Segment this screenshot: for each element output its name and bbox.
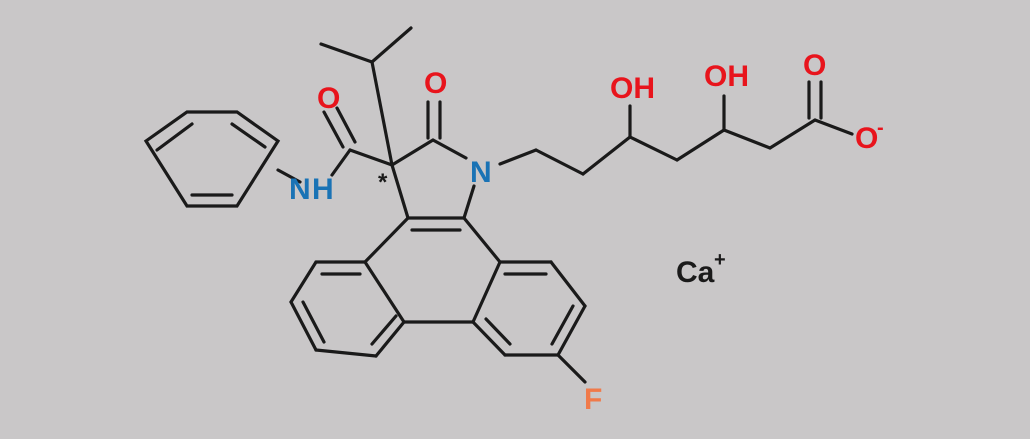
chain-bond-5 — [675, 128, 726, 162]
quatc-ringc-bond — [390, 163, 410, 220]
right-ring-inner-2 — [550, 304, 575, 346]
phenyl-nh-bond — [276, 168, 302, 184]
isopropyl-methyl-2 — [370, 26, 413, 64]
left-ring-bond-5 — [374, 320, 406, 358]
lactam-oxygen-label: O — [424, 67, 447, 100]
chain-bond-1 — [498, 148, 538, 166]
amine-h-label: H — [312, 173, 334, 206]
amide-oxygen-label: O — [317, 82, 340, 115]
right-ring-bond-3 — [556, 304, 587, 357]
right-ring-bond-2 — [549, 260, 587, 308]
carboxylate-charge-label: - — [877, 117, 884, 139]
quatc-lactam-c-bond — [390, 138, 435, 167]
carboxyl-o-bond — [813, 118, 854, 136]
ring-nitrogen-label: N — [470, 156, 492, 189]
phenyl-ring — [143, 110, 281, 208]
chain-bond-3 — [581, 135, 632, 176]
left-ring-bond-3 — [289, 300, 318, 352]
bond-skeleton — [143, 26, 854, 384]
nh-amide-bond — [330, 148, 352, 177]
amine-n-label: N — [289, 173, 311, 206]
stereocenter-mark: * — [378, 169, 388, 196]
chain-bond-2 — [534, 148, 585, 176]
left-ring-inner-2 — [301, 300, 326, 344]
phenyl-inner-bond-1 — [155, 122, 194, 152]
n-ringc-bond — [462, 184, 476, 220]
fluorine-label: F — [584, 383, 602, 416]
central-ring-bond-2 — [462, 216, 502, 264]
left-ring-bond-2 — [289, 260, 318, 304]
carbonyl-oxygen-label: O — [803, 49, 826, 82]
left-ring-inner-3 — [370, 314, 398, 346]
atom-labels: O O N H N * OH OH O O - F Ca + — [289, 49, 884, 416]
quatc-isopropyl-bond — [370, 60, 394, 167]
amide-quatc-bond — [348, 148, 394, 167]
central-ring-bond-3 — [363, 260, 406, 324]
calcium-charge-label: + — [714, 249, 726, 271]
phenyl-inner-bond-2 — [230, 122, 267, 149]
amide-co-bond-b — [335, 106, 357, 144]
chain-bond-7 — [768, 118, 817, 150]
amide-co-bond-a — [322, 110, 345, 149]
hydroxyl-2-label: OH — [704, 60, 749, 93]
carboxylate-oxygen-label: O — [855, 122, 878, 155]
right-ring-inner-3 — [484, 317, 512, 346]
calcium-counterion-label: Ca — [676, 256, 715, 289]
chain-bond-4 — [628, 135, 679, 162]
lactam-c-n-bond — [431, 138, 468, 160]
central-ring-bond-1 — [363, 216, 410, 264]
right-ring-bond-5 — [471, 320, 507, 357]
chain-bond-6 — [722, 128, 772, 150]
hydroxyl-1-label: OH — [610, 72, 655, 105]
central-ring-bond-4 — [471, 260, 502, 324]
c-f-bond — [556, 353, 587, 384]
left-ring-bond-4 — [314, 348, 378, 358]
isopropyl-methyl-1 — [319, 42, 374, 64]
